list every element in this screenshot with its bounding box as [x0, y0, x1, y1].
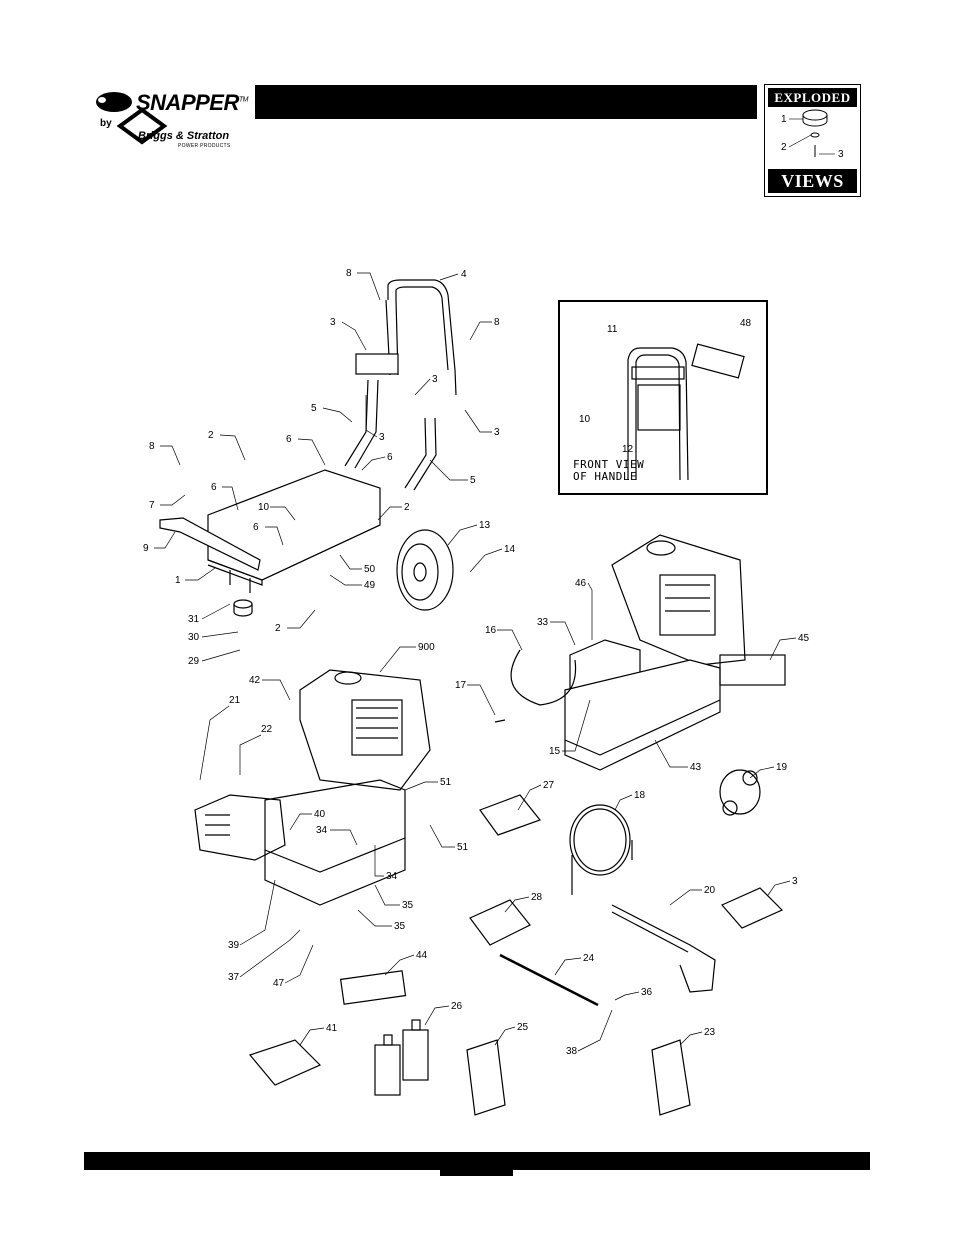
callout-35a: 35 [402, 900, 414, 911]
callout-22: 22 [261, 724, 273, 735]
callout-25: 25 [517, 1022, 529, 1033]
callout-18: 18 [634, 790, 646, 801]
callout-36: 36 [641, 987, 653, 998]
inset-title-line2: OF HANDLE [573, 470, 637, 483]
lower-handle-left [345, 380, 368, 466]
decal-44 [341, 971, 406, 1004]
lower-handle-right [405, 418, 426, 488]
callout-51b: 51 [457, 842, 469, 853]
engine-left [300, 670, 430, 790]
callout-6a: 6 [286, 434, 292, 445]
callout-29: 29 [188, 656, 200, 667]
callout-28: 28 [531, 892, 543, 903]
inset-callout-11: 11 [607, 324, 618, 335]
callout-39: 39 [228, 940, 240, 951]
handle-decal [356, 354, 398, 374]
callout-8a: 8 [346, 268, 352, 279]
callout-21: 21 [229, 695, 241, 706]
callout-27: 27 [543, 780, 555, 791]
inset-callout-10: 10 [579, 414, 591, 425]
callout-2a: 2 [208, 430, 214, 441]
callout-46: 46 [575, 578, 587, 589]
callout-41: 41 [326, 1023, 338, 1034]
callout-51a: 51 [440, 777, 452, 788]
base-frame [208, 470, 380, 580]
callout-3d: 3 [494, 427, 500, 438]
callout-7: 7 [149, 500, 155, 511]
callout-43: 43 [690, 762, 702, 773]
manual-23 [652, 1040, 690, 1115]
callout-38: 38 [566, 1046, 578, 1057]
callout-3c: 3 [379, 432, 385, 443]
base-left [265, 780, 405, 905]
callout-47: 47 [273, 978, 285, 989]
callout-49: 49 [364, 580, 376, 591]
callout-19: 19 [776, 762, 788, 773]
callout-17: 17 [455, 680, 467, 691]
callout-5a: 5 [311, 403, 317, 414]
callout-8c: 8 [149, 441, 155, 452]
callout-34a: 34 [316, 825, 328, 836]
callout-900: 900 [418, 642, 435, 653]
wrench-19 [720, 770, 760, 814]
kit-3 [722, 888, 782, 928]
callout-1: 1 [175, 575, 181, 586]
footer-bar-left [84, 1152, 440, 1170]
oil-bottle-2 [403, 1030, 428, 1080]
callout-14: 14 [504, 544, 516, 555]
manual-25 [467, 1040, 505, 1115]
kit-27 [480, 795, 540, 835]
spray-gun [612, 905, 715, 992]
callout-10: 10 [258, 502, 270, 513]
kit-41 [250, 1040, 320, 1085]
wheel [397, 530, 453, 610]
callout-4: 4 [461, 269, 467, 280]
callout-8b: 8 [494, 317, 500, 328]
callout-31: 31 [188, 614, 200, 625]
callout-50: 50 [364, 564, 376, 575]
callout-15: 15 [549, 746, 561, 757]
callout-42: 42 [249, 675, 261, 686]
callout-6d: 6 [253, 522, 259, 533]
hose-coil-18 [570, 805, 630, 875]
callout-45: 45 [798, 633, 810, 644]
footer-bar-right [513, 1152, 870, 1170]
callout-3a: 3 [330, 317, 336, 328]
callout-40: 40 [314, 809, 326, 820]
callout-2c: 2 [275, 623, 281, 634]
kit-28 [470, 900, 530, 945]
footer-page-tab [440, 1152, 513, 1176]
callout-20: 20 [704, 885, 716, 896]
oil-bottle-1 [375, 1045, 400, 1095]
callout-30: 30 [188, 632, 200, 643]
callout-3e: 3 [792, 876, 798, 887]
callout-23: 23 [704, 1027, 716, 1038]
callout-3b: 3 [432, 374, 438, 385]
callout-16: 16 [485, 625, 497, 636]
foot-pad [234, 600, 252, 608]
callout-2b: 2 [404, 502, 410, 513]
callout-6b: 6 [387, 452, 393, 463]
front-view-inset: FRONT VIEW OF HANDLE 11 48 10 12 [559, 301, 767, 494]
engine-right [612, 535, 745, 665]
callout-26: 26 [451, 1001, 463, 1012]
callout-33: 33 [537, 617, 549, 628]
callout-34b: 34 [386, 871, 398, 882]
callout-6c: 6 [211, 482, 217, 493]
callout-37: 37 [228, 972, 240, 983]
callout-9: 9 [143, 543, 149, 554]
inset-callout-12: 12 [622, 444, 634, 455]
pump-left [195, 795, 285, 860]
inset-callout-48: 48 [740, 318, 752, 329]
callout-44: 44 [416, 950, 428, 961]
callout-35b: 35 [394, 921, 406, 932]
callout-13: 13 [479, 520, 491, 531]
callout-5b: 5 [470, 475, 476, 486]
callout-24: 24 [583, 953, 595, 964]
